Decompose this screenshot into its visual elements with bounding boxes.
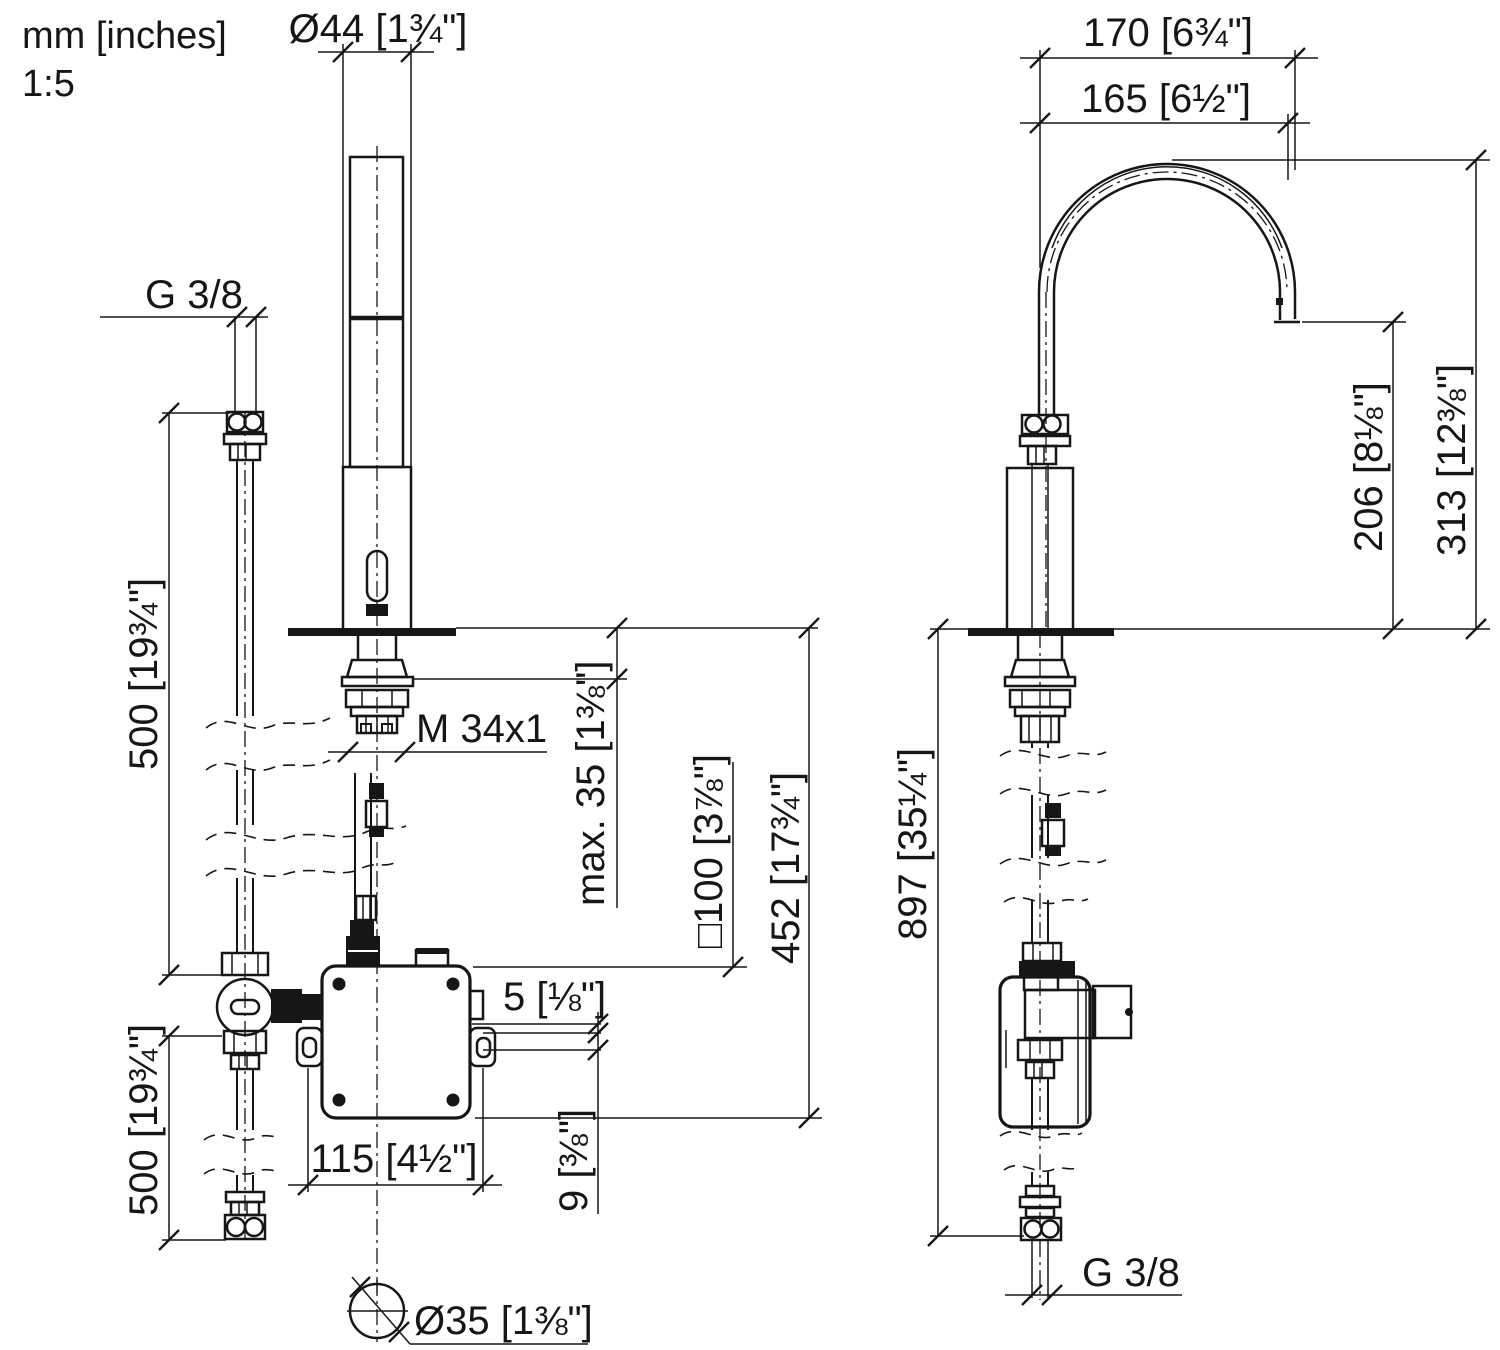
front-view: Ø44 [1¾"] max. 35 [1⅜"] □100 [3⅞"] 452 [… [100,7,822,1345]
dim-mounting-thread-label: M 34x1 [416,707,547,751]
dim-hole-diameter-label: Ø35 [1⅜"] [414,1299,593,1343]
dim-height-below-deck-label: 452 [17¾"] [764,772,808,964]
dim-offset-large-label: 9 [⅜"] [552,1109,596,1212]
sensor-eye [366,604,388,616]
sensor-window [365,549,389,603]
scale-label: 1:5 [22,63,75,105]
dim-hose-upper-label: 500 [19¾"] [122,578,166,770]
dim-supply-thread-label: G 3/8 [145,273,243,317]
dim-hose-total-label: 897 [35¼"] [891,748,935,940]
dim-valve-box-width-label: 115 [4½"] [311,1137,478,1181]
dim-valve-box-size-label: □100 [3⅞"] [687,754,731,948]
dim-reach-outer-label: 170 [6¾"] [1083,11,1253,55]
dim-supply-thread-right-label: G 3/8 [1082,1251,1180,1295]
units-label: mm [inches] [22,15,227,57]
side-view: 170 [6¾"] 165 [6½"] [891,11,1490,1307]
spout-outlet [1276,298,1283,305]
legend: mm [inches] 1:5 [22,15,227,105]
dim-max-deck-label: max. 35 [1⅜"] [569,661,613,906]
dim-hose-lower-label: 500 [19¾"] [122,1024,166,1216]
dim-spout-diameter-label: Ø44 [1¾"] [289,7,468,51]
gooseneck-outer [1037,162,1297,319]
dim-spout-height-label: 313 [12⅜"] [1430,364,1474,556]
dim-offset-small-label: 5 [⅛"] [503,975,606,1019]
dim-reach-inner-label: 165 [6½"] [1081,77,1251,121]
dim-outlet-height-label: 206 [8⅛"] [1347,382,1391,552]
